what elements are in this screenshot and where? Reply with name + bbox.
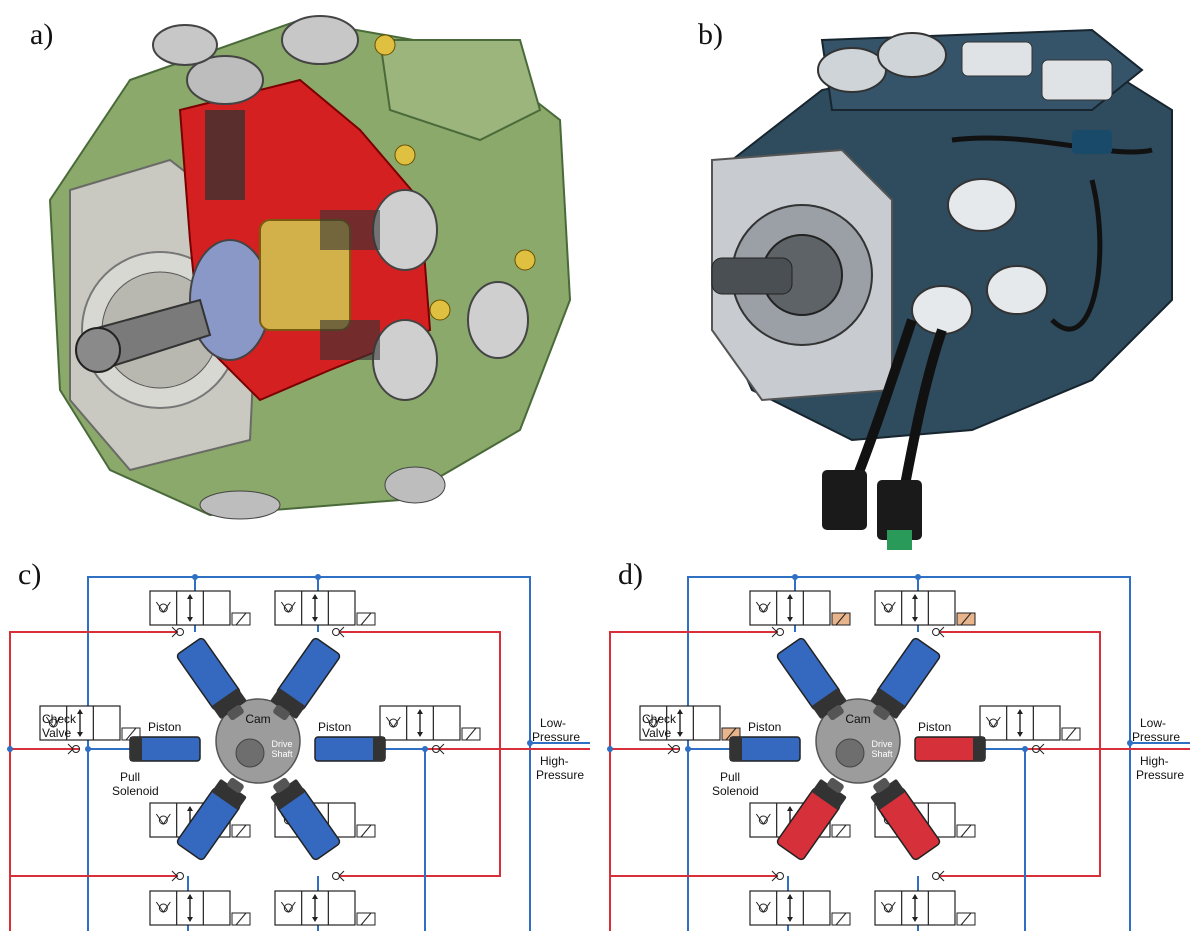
low-pressure-branch-right xyxy=(385,748,426,931)
solenoid-valve-top-left xyxy=(149,590,251,626)
cam-label: Cam xyxy=(845,712,870,726)
panel-label-c: c) xyxy=(18,558,42,591)
drive-label-2: Shaft xyxy=(871,749,893,759)
check-valve-3 xyxy=(771,870,784,882)
high-pressure-line-left-top xyxy=(9,631,178,931)
drive-shaft xyxy=(235,738,265,768)
junction-dot xyxy=(792,574,798,580)
piston-top-left xyxy=(776,637,847,721)
panel-label-a: a) xyxy=(30,18,54,51)
drive-shaft xyxy=(835,738,865,768)
piston-label-right: Piston xyxy=(318,720,351,734)
solenoid-valve-left xyxy=(39,705,141,741)
pump-photo-illustration xyxy=(710,28,1173,550)
piston-top-left xyxy=(176,637,247,721)
panel-label-d: d) xyxy=(618,558,643,591)
high-pressure-line-left-bottom xyxy=(609,875,778,931)
check-valve-label-2: Valve xyxy=(642,726,671,740)
junction-dot xyxy=(685,746,691,752)
junction-dot xyxy=(7,746,13,752)
high-pressure-line-right xyxy=(340,631,501,877)
check-valve-1 xyxy=(171,626,184,638)
solenoid-valve-right xyxy=(979,705,1081,741)
high-pressure-label-1: High- xyxy=(540,754,569,768)
drive-label-2: Shaft xyxy=(271,749,293,759)
check-valve-4 xyxy=(932,870,945,882)
piston-right xyxy=(314,736,386,762)
low-pressure-label-1: Low- xyxy=(1140,716,1166,730)
solenoid-valve-bottom-left-lower xyxy=(149,890,251,926)
check-valve-2 xyxy=(932,626,945,638)
low-pressure-label-2: Pressure xyxy=(1132,730,1180,744)
high-pressure-label-1: High- xyxy=(1140,754,1169,768)
high-pressure-line-right xyxy=(940,631,1101,877)
piston-bottom-left xyxy=(176,777,247,861)
low-pressure-label-1: Low- xyxy=(540,716,566,730)
cam-label: Cam xyxy=(245,712,270,726)
solenoid-valve-left xyxy=(639,705,741,741)
check-valve-6 xyxy=(432,743,445,755)
solenoid-valve-top-right xyxy=(274,590,376,626)
drive-label-1: Drive xyxy=(271,739,292,749)
piston-top-right xyxy=(270,637,341,721)
panel-label-b: b) xyxy=(698,18,723,51)
piston-left xyxy=(129,736,201,762)
junction-dot xyxy=(85,746,91,752)
piston-label-left: Piston xyxy=(748,720,781,734)
pull-solenoid-label-2: Solenoid xyxy=(712,784,759,798)
pull-solenoid-label-2: Solenoid xyxy=(112,784,159,798)
check-valve-1 xyxy=(771,626,784,638)
solenoid-valve-bottom-left-lower xyxy=(749,890,851,926)
junction-dot xyxy=(607,746,613,752)
low-pressure-label-2: Pressure xyxy=(532,730,580,744)
check-valve-3 xyxy=(171,870,184,882)
piston-label-right: Piston xyxy=(918,720,951,734)
low-pressure-branch-right xyxy=(985,748,1026,931)
junction-dot xyxy=(1127,740,1133,746)
check-valve-6 xyxy=(1032,743,1045,755)
piston-bottom-right xyxy=(270,777,341,861)
solenoid-valve-bottom-right-lower xyxy=(874,890,976,926)
check-valve-4 xyxy=(332,870,345,882)
high-pressure-label-2: Pressure xyxy=(1136,768,1184,782)
solenoid-valve-bottom-right-lower xyxy=(274,890,376,926)
junction-dot xyxy=(192,574,198,580)
check-valve-2 xyxy=(332,626,345,638)
pull-solenoid-label-1: Pull xyxy=(120,770,140,784)
high-pressure-line-left-top xyxy=(609,631,778,931)
drive-label-1: Drive xyxy=(871,739,892,749)
piston-label-left: Piston xyxy=(148,720,181,734)
junction-dot xyxy=(527,740,533,746)
low-pressure-line xyxy=(87,576,531,931)
solenoid-valve-top-left xyxy=(749,590,851,626)
high-pressure-label-2: Pressure xyxy=(536,768,584,782)
pull-solenoid-label-1: Pull xyxy=(720,770,740,784)
piston-top-right xyxy=(870,637,941,721)
junction-dot xyxy=(915,574,921,580)
check-valve-label-1: Check xyxy=(642,712,677,726)
solenoid-valve-top-right xyxy=(874,590,976,626)
check-valve-5 xyxy=(667,743,680,755)
junction-dot xyxy=(1022,746,1028,752)
solenoid-valve-right xyxy=(379,705,481,741)
check-valve-5 xyxy=(67,743,80,755)
piston-bottom-right xyxy=(870,777,941,861)
junction-dot xyxy=(422,746,428,752)
piston-left xyxy=(729,736,801,762)
low-pressure-line xyxy=(687,576,1131,931)
high-pressure-line-left-bottom xyxy=(9,875,178,931)
piston-right xyxy=(914,736,986,762)
pump-cutaway-illustration xyxy=(48,15,572,520)
junction-dot xyxy=(315,574,321,580)
check-valve-label-2: Valve xyxy=(42,726,71,740)
check-valve-label-1: Check xyxy=(42,712,77,726)
piston-bottom-left xyxy=(776,777,847,861)
